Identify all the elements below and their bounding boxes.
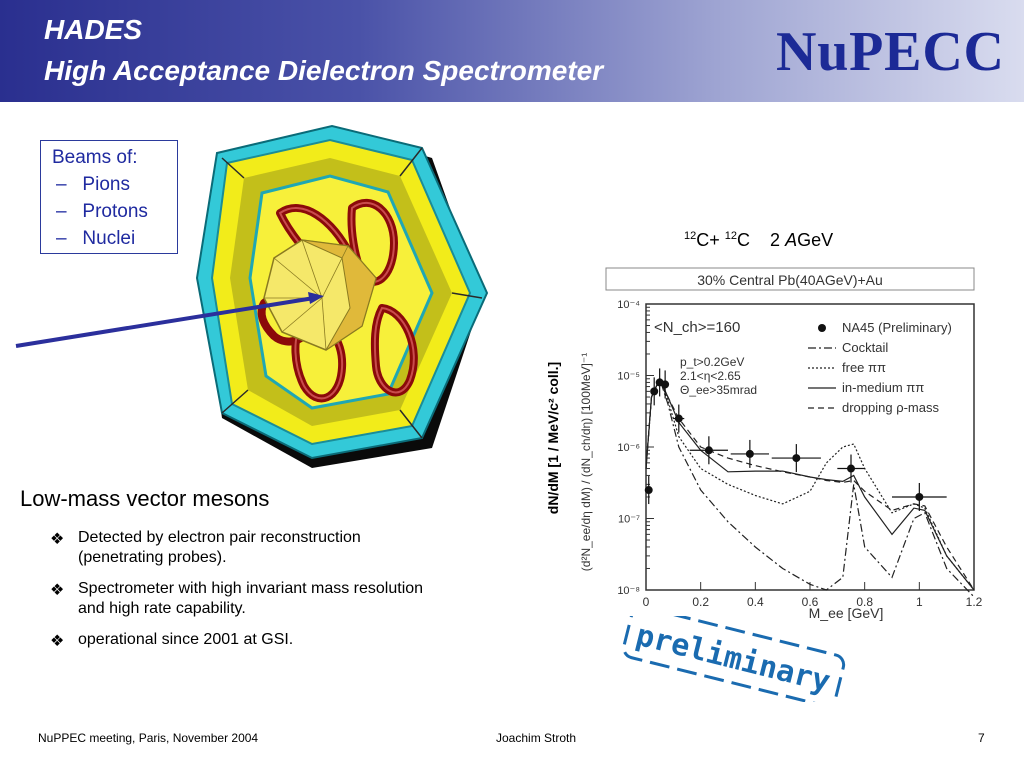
hades-detector-illustration: [15, 124, 489, 468]
annotation-text: Θ_ee>35mrad: [680, 383, 757, 397]
diamond-bullet-icon: ❖: [50, 582, 65, 599]
bullet-item: ❖ operational since 2001 at GSI.: [46, 630, 446, 650]
y-tick-label: 10⁻⁷: [618, 514, 640, 526]
x-axis: 0 0.2 0.4 0.6 0.8 1 1.2: [643, 582, 983, 609]
x-axis-label: M_ee [GeV]: [809, 605, 884, 621]
legend-marker: [818, 324, 826, 332]
mass-number: 12: [724, 230, 738, 242]
x-tick-label: 0.8: [856, 595, 873, 609]
logo-text: NuPECC: [776, 21, 1001, 80]
energy-unit-gev: GeV: [797, 230, 834, 250]
diamond-bullet-icon: ❖: [50, 531, 65, 548]
title-banner: HADES High Acceptance Dielectron Spectro…: [0, 0, 1024, 102]
bullet-list: ❖ Detected by electron pair reconstructi…: [46, 528, 446, 661]
chart-title: 30% Central Pb(40AGeV)+Au: [697, 272, 883, 288]
page-number: 7: [978, 731, 985, 745]
legend: NA45 (Preliminary) Cocktail free ππ in-medi…: [808, 320, 952, 415]
plot-frame: [645, 303, 975, 591]
legend-label: dropping ρ-mass: [842, 400, 939, 415]
legend-label: NA45 (Preliminary): [842, 320, 952, 335]
title-box: [605, 267, 975, 291]
footer-meeting: NuPPEC meeting, Paris, November 2004: [38, 731, 259, 745]
legend-label: Cocktail: [842, 340, 888, 355]
x-tick-label: 0.4: [747, 595, 764, 609]
beams-item-nuclei: Nuclei: [82, 228, 136, 249]
beams-heading: Beams of:: [52, 147, 138, 168]
dielectron-mass-spectrum-chart: 30% Central Pb(40AGeV)+Au 10⁻⁴10⁻⁵10⁻⁶10…: [545, 267, 983, 621]
nucleus-b: C: [737, 230, 751, 250]
nupecc-logo: NuPECC: [776, 21, 1006, 80]
section-title: Low-mass vector mesons: [20, 486, 270, 511]
beams-item-pions: Pions: [82, 174, 130, 195]
energy-unit-a: A: [785, 230, 798, 250]
diamond-bullet-icon: ❖: [50, 633, 65, 650]
y-tick-label: 10⁻⁶: [617, 442, 640, 454]
preliminary-stamp: preliminary: [622, 616, 846, 702]
x-tick-label: 0: [643, 595, 650, 609]
data-point: [915, 492, 924, 501]
data-point: [704, 446, 713, 455]
beam-arrow: [15, 296, 315, 348]
data-point: [661, 380, 670, 389]
footer-author: Joachim Stroth: [496, 731, 577, 745]
beams-item: – Nuclei: [52, 225, 177, 252]
overlay-y-label: dN/dM [1 / MeV/c² coll.]: [545, 362, 561, 514]
beams-item: – Pions: [52, 171, 177, 198]
data-point: [745, 449, 754, 458]
reaction-label: 12C+ 12C 2 AGeV: [684, 230, 833, 251]
legend-label: in-medium ππ: [842, 380, 924, 395]
y-tick-label: 10⁻⁸: [617, 585, 640, 597]
y-axis: 10⁻⁴ 10⁻⁵ 10⁻⁶ 10⁻⁷ 10⁻⁸: [617, 299, 654, 597]
data-point: [644, 486, 653, 495]
x-tick-label: 0.6: [802, 595, 819, 609]
beams-item: – Protons: [52, 198, 177, 225]
slide-title: HADES: [44, 14, 143, 45]
bullet-item: ❖ Detected by electron pair reconstructi…: [46, 528, 446, 568]
annotation-text: 2.1<η<2.65: [680, 369, 741, 383]
legend-label: free ππ: [842, 360, 886, 375]
bullet-item: ❖ Spectrometer with high invariant mass …: [46, 579, 446, 619]
y-tick-label: 10⁻⁵: [617, 371, 640, 383]
dash: –: [56, 174, 67, 195]
data-point: [847, 464, 855, 473]
data-points: [644, 368, 947, 511]
series-line: [645, 377, 975, 591]
mass-number: 12: [684, 230, 697, 242]
dash: –: [56, 228, 67, 249]
x-tick-label: 1.2: [966, 595, 983, 609]
series-line: [645, 377, 975, 598]
x-tick-label: 0.2: [692, 595, 709, 609]
nucleus-a: C+: [696, 230, 720, 250]
cut-annotations: <N_ch>=160 p_t>0.2GeV2.1<η<2.65Θ_ee>35mra…: [654, 319, 757, 397]
beams-item-protons: Protons: [82, 201, 148, 222]
series-lines: [645, 377, 975, 598]
data-point: [650, 387, 659, 396]
beams-box: Beams of: – Pions – Protons – Nuclei: [40, 140, 178, 254]
dash: –: [56, 201, 67, 222]
bullet-text: operational since 2001 at GSI.: [78, 631, 294, 648]
energy-value: 2: [770, 230, 781, 250]
data-point: [674, 414, 683, 423]
y-axis-label: (d²N_ee/dη dM) / (dN_ch/dη) [100MeV]⁻¹: [579, 353, 593, 571]
bullet-text: Spectrometer with high invariant mass re…: [78, 580, 424, 617]
bullet-text: Detected by electron pair reconstruction…: [78, 529, 361, 566]
data-point: [792, 454, 801, 463]
annotation-text: p_t>0.2GeV: [680, 355, 744, 369]
x-tick-label: 1: [916, 595, 923, 609]
y-tick-label: 10⁻⁴: [617, 299, 640, 311]
slide-subtitle: High Acceptance Dielectron Spectrometer: [44, 55, 604, 86]
annotation-text: <N_ch>=160: [654, 319, 740, 336]
